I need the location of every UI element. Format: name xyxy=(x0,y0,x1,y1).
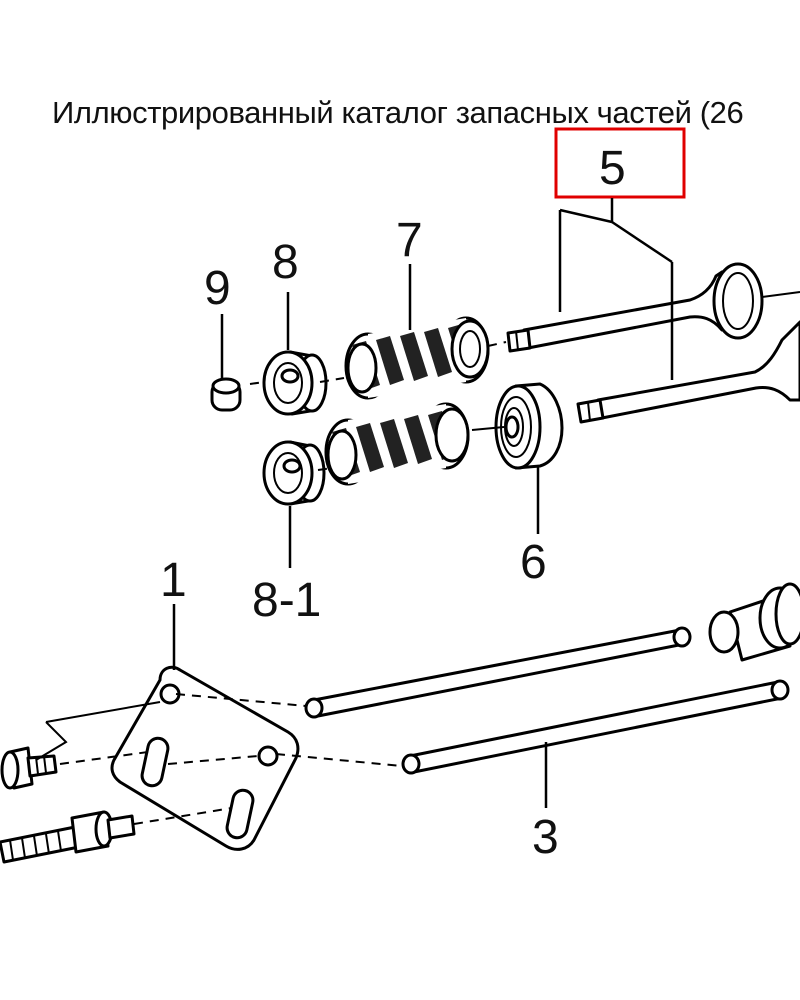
callout-1: 1 xyxy=(160,554,187,607)
spring-retainer-lower xyxy=(262,440,326,506)
page-title: Иллюстрированный каталог запасных частей… xyxy=(52,95,744,130)
tappet xyxy=(708,582,800,662)
guide-plate xyxy=(110,665,300,851)
callout-3: 3 xyxy=(532,811,559,864)
callout-5: 5 xyxy=(599,142,626,195)
callout-9: 9 xyxy=(204,262,231,315)
callout-8-1: 8-1 xyxy=(252,574,321,627)
valve-cotter xyxy=(210,377,242,412)
valve-upper xyxy=(506,262,800,353)
highlight-box xyxy=(554,127,686,199)
leader-5 xyxy=(558,198,674,380)
valve-stem-seal xyxy=(471,382,564,470)
push-rod-upper xyxy=(304,626,692,719)
push-rod-lower xyxy=(401,679,790,775)
spring-retainer-upper xyxy=(262,350,328,416)
assembly-lines xyxy=(35,341,507,825)
callout-6: 6 xyxy=(520,536,547,589)
valve-spring-upper xyxy=(344,316,490,400)
bolt-short xyxy=(0,746,58,790)
callout-8: 8 xyxy=(272,236,299,289)
valve-spring-lower xyxy=(324,402,470,486)
callout-7: 7 xyxy=(396,214,423,267)
bolt-long xyxy=(0,810,136,864)
valve-lower xyxy=(576,320,800,424)
